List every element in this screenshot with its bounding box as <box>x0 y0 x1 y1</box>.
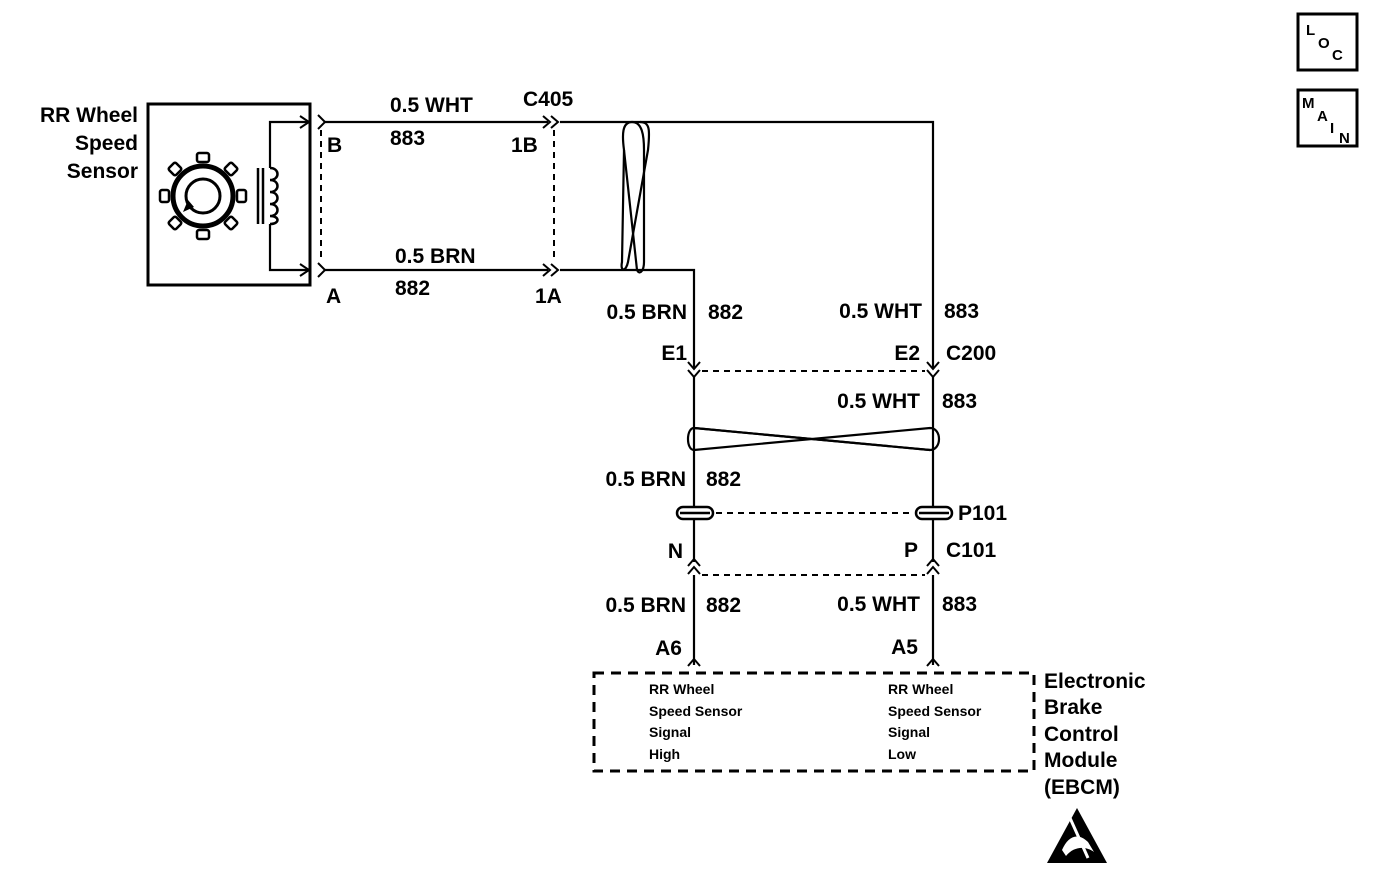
pin-e1-label: E1 <box>661 342 687 365</box>
e2-wire-gauge-color: 0.5 WHT <box>839 300 922 323</box>
sensor-coil-icon <box>256 166 279 226</box>
pin-a6-desc-line-2: Speed Sensor <box>649 703 743 719</box>
sensor-connector <box>317 114 327 278</box>
pin-a6-desc-line-1: RR Wheel <box>649 681 714 697</box>
e1-wire-circuit: 882 <box>708 301 743 324</box>
pin-e2-label: E2 <box>894 342 920 365</box>
mid-wht-circuit: 883 <box>942 390 977 413</box>
pin-n-label: N <box>668 540 683 563</box>
pin-1a-label: 1A <box>535 285 562 308</box>
module-label-line-5: (EBCM) <box>1044 776 1120 799</box>
mid-brn-circuit: 882 <box>706 468 741 491</box>
e1-wire-gauge-color: 0.5 BRN <box>606 301 687 324</box>
module-label-line-3: Control <box>1044 723 1119 746</box>
wire-883-harness <box>560 120 935 368</box>
low-wht-circuit: 883 <box>942 593 977 616</box>
mid-wht-gauge-color: 0.5 WHT <box>837 390 920 413</box>
low-brn-gauge-color: 0.5 BRN <box>605 594 686 617</box>
loc-letter-o: O <box>1318 35 1330 52</box>
loc-icon[interactable]: L O C <box>1296 12 1359 72</box>
pin-a5-desc-line-2: Speed Sensor <box>888 703 982 719</box>
connector-c405 <box>542 115 560 277</box>
mid-brn-gauge-color: 0.5 BRN <box>605 468 686 491</box>
module-label-line-2: Brake <box>1044 696 1102 719</box>
pin-a-label: A <box>326 285 341 308</box>
wire-top-gauge-color: 0.5 WHT <box>390 94 473 117</box>
pin-p-label: P <box>904 539 918 562</box>
low-wht-gauge-color: 0.5 WHT <box>837 593 920 616</box>
main-icon[interactable]: M A I N <box>1296 88 1359 148</box>
pin-a6-terminal <box>687 657 701 667</box>
connector-c101-label: C101 <box>946 539 997 562</box>
connector-c200 <box>687 361 940 379</box>
ebcm-module-box <box>592 671 1036 773</box>
pin-a6-desc-line-4: High <box>649 746 680 762</box>
module-label-line-4: Module <box>1044 749 1118 772</box>
wire-top-circuit: 883 <box>390 127 425 150</box>
pin-a5-terminal <box>926 657 940 667</box>
pin-a5-desc-line-4: Low <box>888 746 916 762</box>
esd-warning-icon <box>1047 808 1107 863</box>
loc-letter-l: L <box>1306 22 1315 39</box>
pin-a6-desc-line-3: Signal <box>649 724 691 740</box>
twisted-pair-vertical <box>620 120 651 274</box>
main-letter-i: I <box>1330 120 1334 137</box>
wire-882-harness <box>560 268 696 368</box>
wheel-speed-sensor <box>146 102 312 287</box>
e2-wire-circuit: 883 <box>944 300 979 323</box>
loc-letter-c: C <box>1332 47 1343 64</box>
connector-p101-label: P101 <box>958 502 1007 525</box>
sensor-label-line-2: Speed <box>75 132 138 155</box>
connector-c200-label: C200 <box>946 342 996 365</box>
twisted-pair-horizontal <box>686 426 941 452</box>
connector-c101 <box>687 557 940 576</box>
tone-wheel-icon <box>170 163 236 229</box>
sensor-label-line-1: RR Wheel <box>40 104 138 127</box>
module-label-line-1: Electronic <box>1044 670 1146 693</box>
main-letter-m: M <box>1302 95 1315 112</box>
pin-b-label: B <box>327 134 342 157</box>
pin-a5-label: A5 <box>891 636 918 659</box>
wire-bottom-gauge-color: 0.5 BRN <box>395 245 476 268</box>
connector-p101 <box>675 505 954 521</box>
main-letter-a: A <box>1317 108 1328 125</box>
wire-bottom-circuit: 882 <box>395 277 430 300</box>
pin-1b-label: 1B <box>511 134 538 157</box>
sensor-label-line-3: Sensor <box>67 160 138 183</box>
main-letter-n: N <box>1339 130 1350 147</box>
pin-a5-desc-line-3: Signal <box>888 724 930 740</box>
low-brn-circuit: 882 <box>706 594 741 617</box>
pin-a6-label: A6 <box>655 637 682 660</box>
connector-c405-label: C405 <box>523 88 574 111</box>
pin-a5-desc-line-1: RR Wheel <box>888 681 953 697</box>
